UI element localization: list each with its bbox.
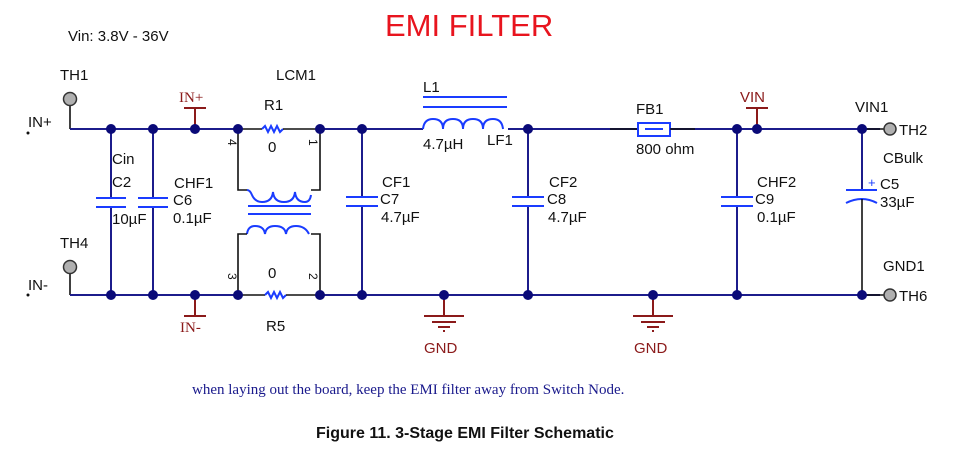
l1-ref: L1 [423,79,440,96]
c9-value: 0.1µF [757,209,796,226]
port-in-plus: IN+ [28,114,52,131]
ground-symbol-2 [633,295,673,332]
c9-ref: C9 [755,191,774,208]
ferrite-bead-fb1 [610,122,695,137]
th4-test-point [62,259,78,275]
th2-label: TH2 [899,122,927,139]
r5-value: 0 [268,265,276,282]
capacitor-c7 [346,129,378,295]
inductor-l1 [422,96,507,130]
port-in-minus-marker [26,293,30,297]
r5-ref: R5 [266,318,285,335]
th1-test-point [62,91,78,107]
c2-value: 10µF [112,211,147,228]
lcm1-label: LCM1 [276,67,316,84]
lcm1-pin-2: 2 [306,273,320,280]
c5-value: 33µF [880,194,915,211]
gnd1-label: GND1 [883,258,925,275]
net-label-in-plus: IN+ [179,90,203,106]
c6-ref: C6 [173,192,192,209]
c8-name: CF2 [549,174,577,191]
figure-caption: Figure 11. 3-Stage EMI Filter Schematic [316,425,614,442]
net-label-vin: VIN [740,89,765,106]
common-mode-choke-lcm1 [237,129,321,295]
capacitor-c6 [138,129,168,295]
resistor-r5 [238,289,320,301]
l1-value: 4.7µH [423,136,463,153]
capacitor-c9 [721,129,753,295]
c5-polarity: + [868,175,876,190]
vin-range-label: Vin: 3.8V - 36V [68,28,169,45]
c6-value: 0.1µF [173,210,212,227]
net-label-gnd-1: GND [424,340,458,357]
resistor-r1 [238,123,320,135]
r1-ref: R1 [264,97,283,114]
th6-test-point [883,288,897,302]
lcm1-pin-1: 1 [306,139,320,146]
lcm1-pin-3: 3 [225,273,239,280]
vin1-label: VIN1 [855,99,888,116]
ground-symbol-1 [424,295,464,332]
c9-name: CHF2 [757,174,796,191]
port-in-plus-marker [26,131,30,135]
fb1-value: 800 ohm [636,141,694,158]
c6-name: CHF1 [174,175,213,192]
layout-note: when laying out the board, keep the EMI … [192,382,624,398]
junction-dots [106,124,867,300]
c5-name: CBulk [883,150,924,167]
port-in-minus: IN- [28,277,48,294]
th2-test-point [883,122,897,136]
th1-label: TH1 [60,67,88,84]
th6-label: TH6 [899,288,927,305]
lcm1-pin-4: 4 [225,139,239,146]
c8-value: 4.7µF [548,209,587,226]
c7-name: CF1 [382,174,410,191]
l1-name: LF1 [487,132,513,149]
c7-value: 4.7µF [381,209,420,226]
fb1-ref: FB1 [636,101,664,118]
net-label-gnd-2: GND [634,340,668,357]
c5-ref: C5 [880,176,899,193]
c7-ref: C7 [380,191,399,208]
schematic-title: EMI FILTER [385,8,553,43]
th4-label: TH4 [60,235,88,252]
r1-value: 0 [268,139,276,156]
net-label-in-minus: IN- [180,320,201,336]
capacitor-c8 [512,129,544,295]
c2-name: Cin [112,151,135,168]
capacitor-c5 [845,129,878,295]
capacitor-c2 [96,129,126,295]
c2-ref: C2 [112,174,131,191]
c8-ref: C8 [547,191,566,208]
